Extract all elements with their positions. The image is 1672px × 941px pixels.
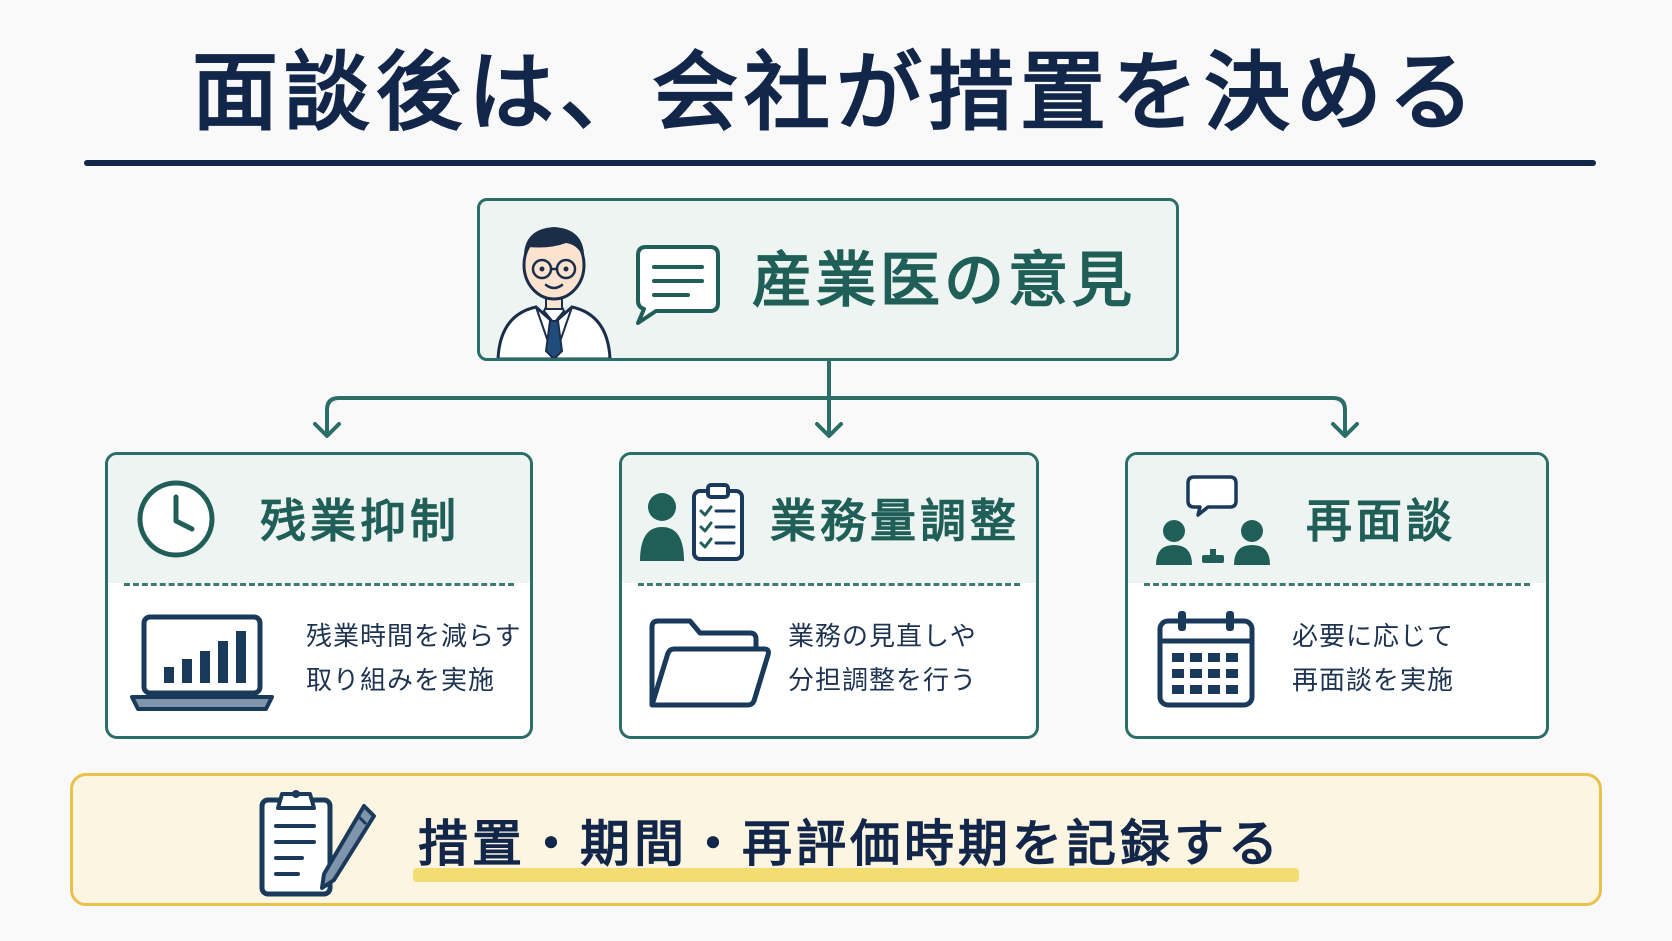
arrowhead-left [313,422,341,438]
measure-card-overtime: 残業抑制 残業時間を減らす 取り組みを実施 [105,452,533,739]
measure-card-follow-up-interview: 再面談 必要に応じて 再面談を実施 [1125,452,1549,739]
card-title: 再面談 [1306,494,1456,548]
card-description-line: 再面談を実施 [1292,666,1455,696]
laptop-chart-icon [130,614,274,711]
card-description: 残業時間を減らす 取り組みを実施 [306,615,521,703]
card-title: 業務量調整 [770,494,1020,548]
card-description: 必要に応じて 再面談を実施 [1292,615,1454,703]
record-banner: 措置・期間・再評価時期を記録する [70,773,1602,906]
card-divider [638,583,1020,586]
card-title: 残業抑制 [260,494,460,548]
card-description-line: 必要に応じて [1292,622,1455,652]
title-underline [84,160,1596,166]
measure-card-workload: 業務量調整 業務の見直しや 分担調整を行う [619,452,1039,739]
connector-branch-line [325,396,1347,434]
clipboard-pen-icon [259,790,376,897]
card-description: 業務の見直しや 分担調整を行う [788,615,977,703]
card-description-line: 取り組みを実施 [306,666,496,696]
meeting-icon [1156,475,1270,565]
folder-icon [649,618,771,708]
doctor-opinion-box: 産業医の意見 [477,198,1179,361]
card-divider [1144,583,1530,586]
card-description-line: 分担調整を行う [788,666,978,696]
speech-bubble-icon [636,245,720,325]
arrowhead-right [1331,422,1359,438]
person-checklist-icon [640,483,744,561]
card-description-line: 残業時間を減らす [306,622,522,652]
page-title: 面談後は、会社が措置を決める [192,43,1480,143]
card-divider [124,583,514,586]
doctor-icon [496,227,612,358]
card-description-line: 業務の見直しや [788,622,977,652]
card-header [622,455,1036,583]
label-highlight [413,868,1299,882]
doctor-opinion-label: 産業医の意見 [752,246,1136,316]
arrowhead-center [815,422,843,438]
calendar-icon [1157,611,1255,708]
clock-icon [137,480,215,558]
record-label: 措置・期間・再評価時期を記録する [418,815,1282,873]
